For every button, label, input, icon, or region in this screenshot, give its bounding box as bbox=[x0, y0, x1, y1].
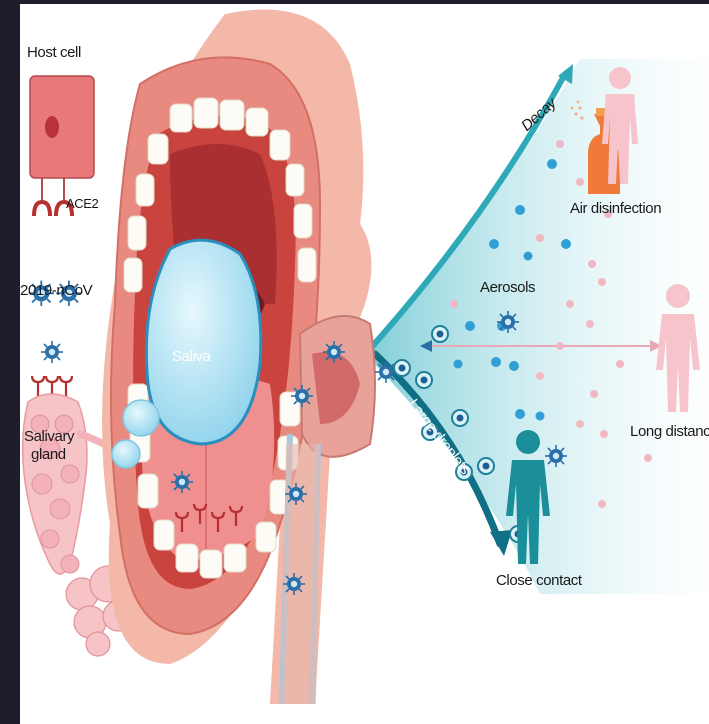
close-contact-label: Close contact bbox=[496, 572, 582, 589]
host-cell bbox=[30, 76, 94, 200]
diagram-panel: Host cell ACE2 2019-nCoV Salivary gland … bbox=[20, 4, 709, 724]
host-cell-label: Host cell bbox=[27, 44, 81, 61]
virus-label: 2019-nCoV bbox=[20, 282, 92, 299]
ace2-label: ACE2 bbox=[66, 196, 98, 211]
salivary-gland-label: Salivary gland bbox=[24, 428, 74, 464]
salivary-gland-label-line2: gland bbox=[24, 446, 66, 463]
air-disinfection-label: Air disinfection bbox=[570, 200, 661, 217]
aerosols-label: Aerosols bbox=[480, 279, 535, 296]
saliva-label: Saliva bbox=[172, 348, 210, 365]
long-distance-label: Long distance bbox=[630, 423, 709, 440]
spray-cone bbox=[370, 59, 709, 594]
salivary-gland-label-line1: Salivary bbox=[24, 428, 74, 445]
diagram-artwork bbox=[20, 4, 709, 724]
